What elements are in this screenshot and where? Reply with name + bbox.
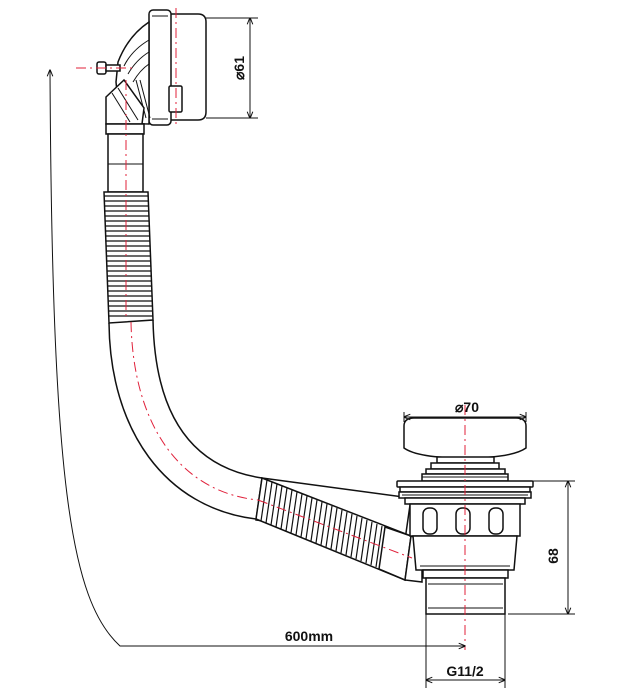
cable-length-label: 600mm: [285, 628, 333, 644]
dimension-lines: [50, 18, 575, 688]
smooth-hose: [108, 319, 263, 520]
overflow-diameter-label: ⌀61: [231, 56, 247, 80]
height-label: 68: [545, 548, 561, 564]
thread-size-label: G11/2: [446, 663, 484, 679]
plug-diameter-label: ⌀70: [455, 399, 479, 415]
corrugated-hose-upper: [103, 191, 154, 324]
